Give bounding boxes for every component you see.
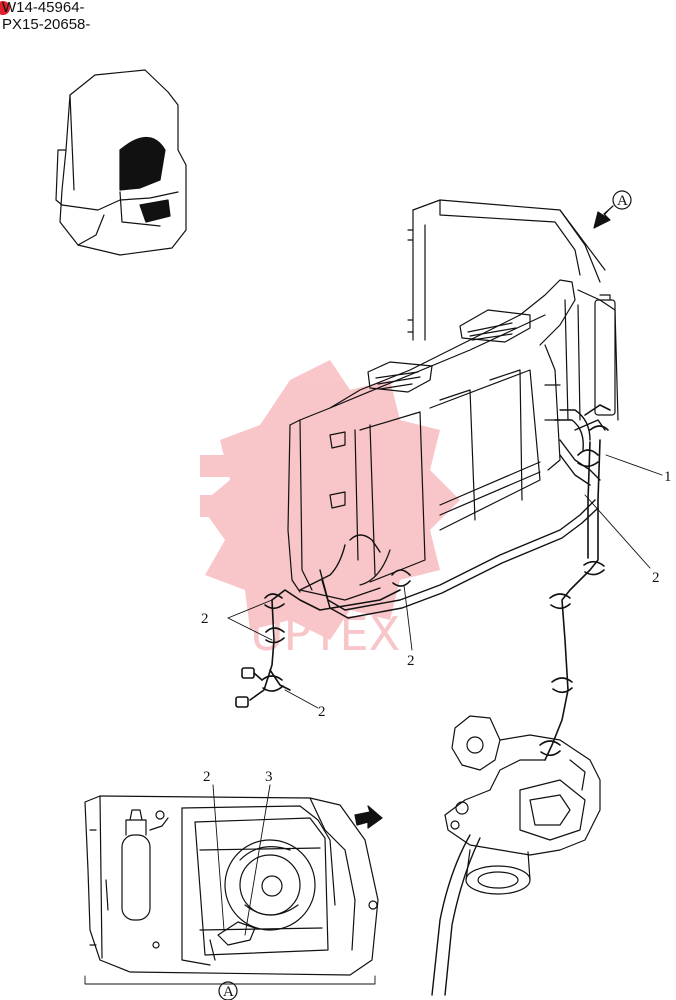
- wire-harness-right: [539, 404, 611, 761]
- wire-harness-left: [235, 569, 411, 708]
- compressor-assembly: [431, 715, 601, 996]
- callout-2-middle: 2: [407, 653, 415, 669]
- view-arrow-bottom: [354, 805, 383, 829]
- radiator-frame: [407, 199, 619, 421]
- detail-view-a: [84, 795, 379, 976]
- callout-3-detail: 3: [265, 769, 273, 785]
- view-marker-a-bottom: [218, 981, 238, 1000]
- red-marker-dot: [0, 1, 10, 15]
- callout-2-lower: 2: [318, 704, 326, 720]
- view-marker-a-top-label: A: [617, 193, 628, 209]
- view-arrow-top: [593, 205, 614, 229]
- callout-1: 1: [664, 469, 672, 485]
- view-marker-a-bottom-label: A: [223, 984, 234, 1000]
- serial-range-1: W14-45964-: [2, 0, 85, 16]
- callout-leaders: [84, 454, 663, 985]
- ac-unit-housing: [287, 279, 576, 601]
- view-marker-a-top: [612, 190, 632, 210]
- watermark-logo: UPTEX: [200, 360, 460, 661]
- callout-2-detail: 2: [203, 769, 211, 785]
- machine-location-inset: [55, 69, 187, 256]
- callout-2-right: 2: [652, 570, 660, 586]
- serial-range-2: PX15-20658-: [2, 16, 91, 33]
- callout-2-left: 2: [201, 611, 209, 627]
- watermark-text: UPTEX: [250, 607, 400, 661]
